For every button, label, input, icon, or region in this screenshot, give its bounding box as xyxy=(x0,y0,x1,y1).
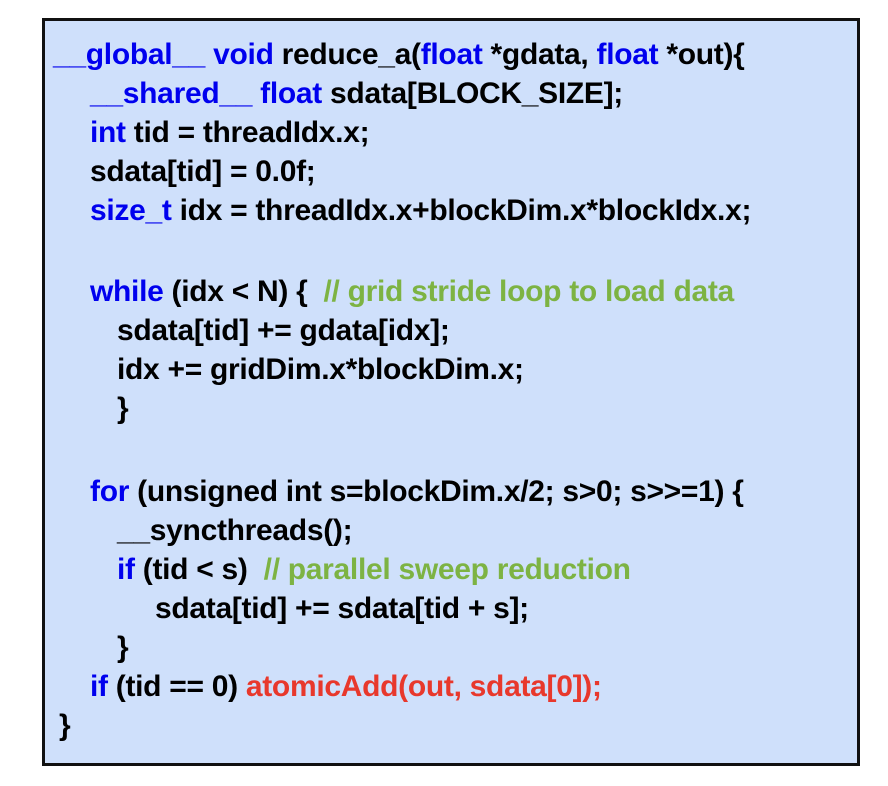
keyword-int: int xyxy=(90,116,126,149)
keyword-while: while xyxy=(90,275,164,308)
code-text: sdata[BLOCK_SIZE]; xyxy=(322,77,623,110)
code-comment: // parallel sweep reduction xyxy=(263,553,631,586)
code-text: (unsigned int s=blockDim.x/2; s>0; s>>=1… xyxy=(129,475,744,508)
code-line-1: __global__ void reduce_a(float *gdata, f… xyxy=(53,37,745,73)
code-line-13: sdata[tid] += sdata[tid + s]; xyxy=(155,591,529,627)
code-text: idx = threadIdx.x+blockDim.x*blockIdx.x; xyxy=(171,194,752,227)
code-text: reduce_a( xyxy=(273,38,421,71)
code-line-11: __syncthreads(); xyxy=(117,513,353,549)
code-line-4: sdata[tid] = 0.0f; xyxy=(90,154,316,190)
keyword-global: __global__ xyxy=(53,38,206,71)
code-line-14: } xyxy=(117,630,129,666)
keyword-if: if xyxy=(90,670,108,703)
keyword-shared: __shared__ xyxy=(90,77,253,110)
code-text: sdata[tid] += gdata[idx]; xyxy=(117,314,450,347)
code-line-16: } xyxy=(59,708,71,744)
code-line-9: } xyxy=(117,391,129,427)
code-text: (idx < N) { xyxy=(163,275,324,308)
code-text: (tid == 0) xyxy=(107,670,246,703)
code-line-3: int tid = threadIdx.x; xyxy=(90,115,370,151)
code-text: sdata[tid] += sdata[tid + s]; xyxy=(155,592,529,625)
keyword-void: void xyxy=(213,38,274,71)
closing-brace: } xyxy=(117,392,129,425)
keyword-if: if xyxy=(117,553,135,586)
code-text: __syncthreads(); xyxy=(117,514,353,547)
keyword-for: for xyxy=(90,475,130,508)
keyword-float: float xyxy=(420,38,483,71)
keyword-float: float xyxy=(596,38,659,71)
code-panel: __global__ void reduce_a(float *gdata, f… xyxy=(42,18,860,766)
code-text: sdata[tid] = 0.0f; xyxy=(90,155,316,188)
code-line-2: __shared__ float sdata[BLOCK_SIZE]; xyxy=(90,76,623,112)
code-line-15: if (tid == 0) atomicAdd(out, sdata[0]); xyxy=(90,669,602,705)
code-text: *out){ xyxy=(658,38,745,71)
code-line-7: sdata[tid] += gdata[idx]; xyxy=(117,313,450,349)
code-line-10: for (unsigned int s=blockDim.x/2; s>0; s… xyxy=(90,474,744,510)
code-line-5: size_t idx = threadIdx.x+blockDim.x*bloc… xyxy=(90,193,751,229)
keyword-float: float xyxy=(260,77,322,110)
atomic-add-call: atomicAdd(out, sdata[0]); xyxy=(245,670,602,703)
code-text: (tid < s) xyxy=(134,553,264,586)
code-text: idx += gridDim.x*blockDim.x; xyxy=(117,353,524,386)
closing-brace: } xyxy=(117,631,129,664)
code-line-6: while (idx < N) { // grid stride loop to… xyxy=(90,274,734,310)
code-text: *gdata, xyxy=(482,38,597,71)
keyword-size-t: size_t xyxy=(90,194,172,227)
code-line-12: if (tid < s) // parallel sweep reduction xyxy=(117,552,631,588)
code-comment: // grid stride loop to load data xyxy=(323,275,735,308)
code-text: tid = threadIdx.x; xyxy=(125,116,370,149)
code-line-8: idx += gridDim.x*blockDim.x; xyxy=(117,352,524,388)
closing-brace: } xyxy=(59,709,71,742)
